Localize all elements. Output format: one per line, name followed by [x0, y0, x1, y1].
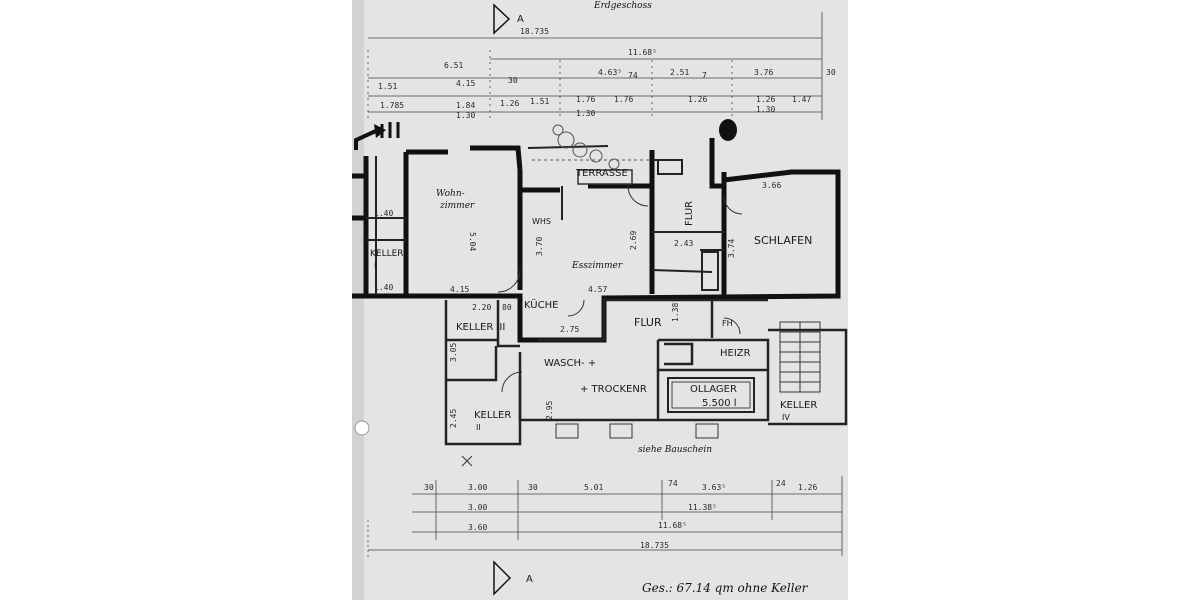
dim-b2: 80 [502, 303, 512, 312]
bottom-dimensions [367, 476, 843, 560]
floor-plan-drawing: A Erdgeschoss 18.735 11.68⁵ 6.51 4.63⁵ 2… [352, 0, 848, 600]
inner-walls [366, 145, 724, 294]
dim-top-row3-a: 1.785 [380, 101, 404, 110]
dim-top-row3-h: 1.26 [756, 95, 775, 104]
section-marker-top: A [493, 3, 524, 35]
dim-bottom-row1-b: 3.00 [468, 483, 487, 492]
dim-top-row3-g: 1.26 [688, 95, 707, 104]
dim-top-row3-d: 1.51 [530, 97, 549, 106]
room-label-keller-iv: KELLER [780, 400, 817, 411]
dim-bottom-row3-a: 3.60 [468, 523, 487, 532]
dim-top-row3b-a: 1.30 [456, 111, 475, 120]
room-label-ollager-vol: 5.500 l [702, 398, 737, 409]
dim-b1: 2.20 [472, 303, 491, 312]
dim-top-sub-overall: 11.68⁵ [628, 48, 657, 57]
room-label-keller-ii-num: II [476, 423, 481, 432]
dim-top-row2-c: 30 [508, 76, 518, 85]
dim-bottom-row3-b: 11.68⁵ [658, 521, 687, 530]
dim-keller-ii-h: 2.45 [449, 409, 458, 428]
dim-ess-w: 4.57 [588, 285, 607, 294]
top-dimensions [367, 12, 823, 120]
dim-top-row3-c: 1.26 [500, 99, 519, 108]
tree-symbol-icon [719, 119, 737, 141]
footer-note: Ges.: 67.14 qm ohne Keller [642, 581, 809, 595]
room-label-kueche: KÜCHE [524, 298, 558, 311]
section-marker-bottom: A [493, 560, 533, 596]
floor-plan-sheet: A Erdgeschoss 18.735 11.68⁵ 6.51 4.63⁵ 2… [352, 0, 848, 600]
dim-bottom-overall: 18.735 [640, 541, 669, 550]
section-marker-top-label: A [517, 14, 524, 25]
dim-bottom-row1-d: 5.01 [584, 483, 603, 492]
room-label-flur-lower: FLUR [634, 316, 662, 329]
dim-schlafen-w: 3.66 [762, 181, 781, 190]
dim-bottom-row1-a: 30 [424, 483, 434, 492]
room-label-keller-ii: KELLER [474, 410, 511, 421]
dim-b3: 1.38⁵ [671, 298, 680, 322]
room-label-fh: FH [722, 319, 733, 328]
dim-top-row3-b: 1.84 [456, 101, 475, 110]
room-label-heizr: HEIZR [720, 348, 751, 359]
dim-bottom-row1-g: 24 [776, 479, 786, 488]
dim-wohn-h: 5.04 [468, 232, 477, 251]
room-label-terrasse: TERRASSE [575, 168, 628, 179]
lower-walls [444, 298, 848, 446]
basement-windows [461, 423, 719, 467]
dim-ess-side: 2.69 [629, 231, 638, 250]
terrace-steps [577, 169, 633, 185]
dim-keller-i-w1: 1.40 [374, 209, 393, 218]
dim-top-row3-e: 1.76 [576, 95, 595, 104]
dim-wohn-w: 4.15 [450, 285, 469, 294]
room-label-wohnzimmer-2: zimmer [439, 201, 475, 211]
room-label-schlafen: SCHLAFEN [754, 234, 812, 247]
dim-top-row2-b: 4.15 [456, 79, 475, 88]
dim-top-row1-a: 6.51 [444, 61, 463, 70]
dim-top-row3b-b: 1.30 [576, 109, 595, 118]
dim-keller-iii-h: 3.05 [449, 343, 458, 362]
dim-bottom-row1-c: 30 [528, 483, 538, 492]
dim-top-row3-f: 1.76 [614, 95, 633, 104]
dim-kueche-w: 2.75 [560, 325, 579, 334]
north-arrow-icon [354, 122, 400, 150]
dim-top-row3-i: 1.47 [792, 95, 811, 104]
dim-bottom-row1-e: 74 [668, 479, 678, 488]
dim-top-row1-c: 2.51 [670, 68, 689, 77]
dim-bottom-row2-a: 3.00 [468, 503, 487, 512]
dim-top-row1-d: 3.76 [754, 68, 773, 77]
dim-top-row1-b: 4.63⁵ [598, 68, 622, 77]
dim-keller-i-w2: 1.40 [374, 283, 393, 292]
dim-bottom-row2-b: 11.38⁵ [688, 503, 717, 512]
room-label-wohnzimmer-1: Wohn- [436, 189, 465, 199]
oil-tank-outline [667, 377, 755, 413]
dim-top-row2-e: 7 [702, 71, 707, 80]
dim-wasch-h: 2.95 [545, 401, 554, 420]
section-marker-bottom-label: A [526, 574, 533, 585]
dim-schlafen-h: 3.74 [727, 239, 736, 258]
room-label-wasch-2: + TROCKENR [580, 384, 647, 395]
room-label-keller-i-num: I [374, 261, 376, 270]
dim-bottom-row1-h: 1.26 [798, 483, 817, 492]
terrace-plants [532, 124, 652, 170]
dim-bottom-row1-f: 3.63⁵ [702, 483, 726, 492]
dim-top-row2-d: 74 [628, 71, 638, 80]
room-label-keller-iv-num: IV [782, 413, 790, 422]
room-label-flur-upper: FLUR [684, 201, 695, 226]
dim-top-row2-a: 1.51 [378, 82, 397, 91]
punch-hole [354, 420, 370, 436]
room-label-keller-i: KELLER [370, 249, 404, 259]
room-label-esszimmer: Esszimmer [571, 261, 623, 271]
room-label-keller-iii: KELLER III [456, 322, 505, 333]
dim-top-row3b-c: 1.30 [756, 105, 775, 114]
room-label-ollager: OLLAGER [690, 384, 737, 395]
dim-top-overall: 18.735 [520, 27, 549, 36]
room-label-whs: WHS [532, 217, 551, 226]
see-note: siehe Bauschein [638, 445, 712, 455]
staircase [779, 321, 821, 393]
room-label-wasch-1: WASCH- + [544, 358, 596, 369]
dim-top-row1-e: 30 [826, 68, 836, 77]
dim-flur-w: 2.43 [674, 239, 693, 248]
dim-ess-h: 3.70 [535, 237, 544, 256]
door-swings [497, 185, 743, 393]
header-note: Erdgeschoss [593, 1, 652, 11]
